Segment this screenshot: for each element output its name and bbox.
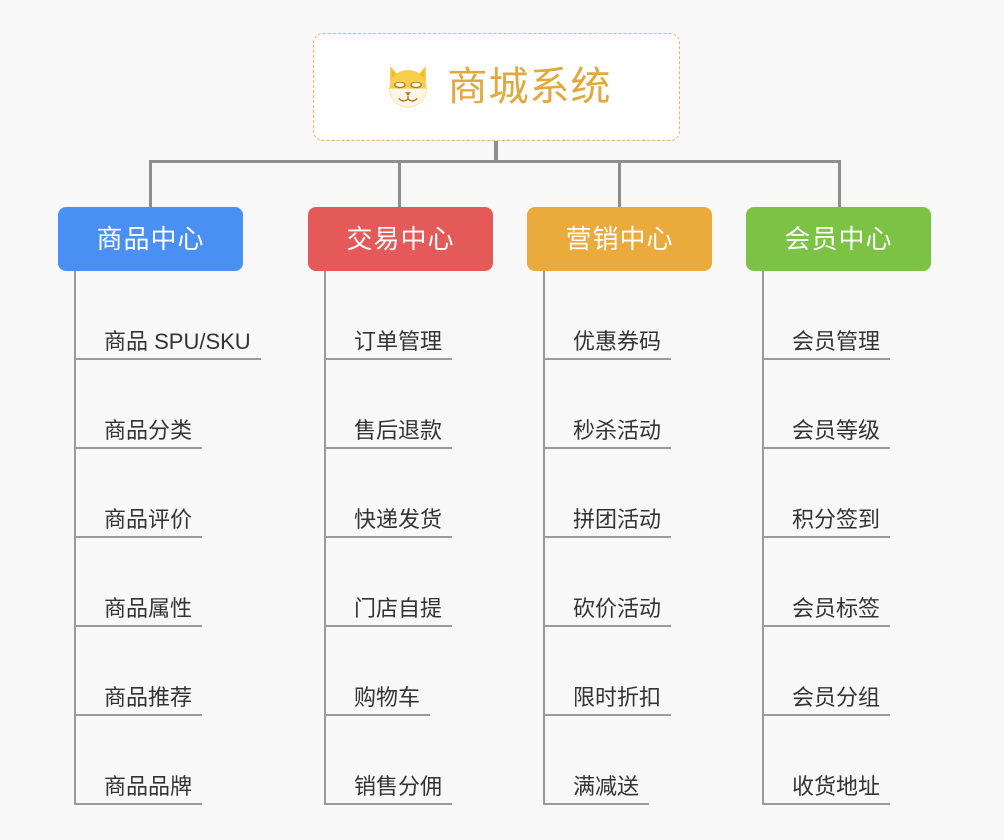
leaf-item-label: 商品分类	[104, 418, 193, 443]
leaf-item[interactable]: 会员等级	[762, 360, 890, 449]
connector-drop-3	[618, 160, 621, 207]
leaf-underline	[74, 536, 202, 538]
leaf-underline	[543, 447, 671, 449]
leaf-underline	[543, 714, 671, 716]
leaf-item-label: 拼团活动	[573, 507, 662, 532]
leaf-item-label: 门店自提	[354, 596, 443, 621]
leaf-item-label: 会员分组	[792, 685, 881, 710]
category-label-1: 商品中心	[96, 224, 205, 254]
leaf-item-label: 商品推荐	[104, 685, 193, 710]
leaf-item[interactable]: 商品属性	[74, 538, 202, 627]
leaf-item[interactable]: 砍价活动	[543, 538, 671, 627]
branch-trunk-4	[762, 271, 764, 805]
leaf-item[interactable]: 门店自提	[324, 538, 452, 627]
leaf-item[interactable]: 商品推荐	[74, 627, 202, 716]
leaf-item[interactable]: 收货地址	[762, 716, 890, 805]
leaf-underline	[74, 447, 202, 449]
leaf-item[interactable]: 拼团活动	[543, 449, 671, 538]
leaf-underline	[762, 803, 890, 805]
leaf-item-label: 会员标签	[792, 596, 881, 621]
leaf-item-label: 商品评价	[104, 507, 193, 532]
category-box-3[interactable]: 营销中心	[527, 207, 712, 271]
leaf-underline	[324, 447, 452, 449]
connector-drop-4	[838, 160, 841, 207]
leaf-item-label: 商品品牌	[104, 774, 193, 799]
root-title: 商城系统	[447, 65, 612, 109]
leaf-item[interactable]: 订单管理	[324, 271, 452, 360]
leaf-underline	[324, 803, 452, 805]
category-label-3: 营销中心	[565, 224, 674, 254]
leaf-underline	[543, 625, 671, 627]
leaf-item-label: 购物车	[354, 685, 421, 710]
shiba-dog-face-icon	[388, 65, 427, 108]
leaf-item[interactable]: 商品评价	[74, 449, 202, 538]
leaf-underline	[324, 536, 452, 538]
category-box-1[interactable]: 商品中心	[58, 207, 243, 271]
branch-trunk-3	[543, 271, 545, 805]
leaf-item-label: 会员等级	[792, 418, 881, 443]
leaf-item[interactable]: 快递发货	[324, 449, 452, 538]
connector-root-stem	[494, 141, 498, 162]
leaf-item[interactable]: 满减送	[543, 716, 649, 805]
leaf-item[interactable]: 售后退款	[324, 360, 452, 449]
leaf-item[interactable]: 会员管理	[762, 271, 890, 360]
leaf-item[interactable]: 商品品牌	[74, 716, 202, 805]
leaf-item-label: 优惠券码	[573, 329, 662, 354]
category-label-4: 会员中心	[784, 224, 893, 254]
leaf-item[interactable]: 秒杀活动	[543, 360, 671, 449]
leaf-underline	[74, 625, 202, 627]
leaf-underline	[762, 625, 890, 627]
branch-trunk-2	[324, 271, 326, 805]
category-label-2: 交易中心	[346, 224, 455, 254]
leaf-item-label: 快递发货	[354, 507, 443, 532]
leaf-underline	[762, 714, 890, 716]
leaf-item[interactable]: 商品 SPU/SKU	[74, 271, 261, 360]
leaf-underline	[74, 714, 202, 716]
leaf-item[interactable]: 购物车	[324, 627, 430, 716]
leaf-item-label: 销售分佣	[354, 774, 443, 799]
leaf-item[interactable]: 积分签到	[762, 449, 890, 538]
connector-horizontal-bar	[150, 160, 840, 163]
leaf-underline	[762, 358, 890, 360]
leaf-item-label: 会员管理	[792, 329, 881, 354]
leaf-item[interactable]: 商品分类	[74, 360, 202, 449]
category-box-4[interactable]: 会员中心	[746, 207, 931, 271]
leaf-underline	[543, 536, 671, 538]
leaf-underline	[324, 358, 452, 360]
leaf-item-label: 积分签到	[792, 507, 881, 532]
leaf-item[interactable]: 限时折扣	[543, 627, 671, 716]
branch-trunk-1	[74, 271, 76, 805]
connector-drop-2	[398, 160, 401, 207]
leaf-underline	[324, 714, 430, 716]
leaf-item-label: 收货地址	[792, 774, 881, 799]
leaf-underline	[543, 803, 649, 805]
leaf-item-label: 订单管理	[354, 329, 443, 354]
root-node[interactable]: 商城系统	[313, 33, 680, 141]
leaf-underline	[543, 358, 671, 360]
leaf-underline	[762, 447, 890, 449]
leaf-underline	[324, 625, 452, 627]
leaf-underline	[762, 536, 890, 538]
leaf-item-label: 售后退款	[354, 418, 443, 443]
leaf-item[interactable]: 会员分组	[762, 627, 890, 716]
leaf-item-label: 商品 SPU/SKU	[104, 329, 251, 354]
leaf-item-label: 秒杀活动	[573, 418, 662, 443]
leaf-item[interactable]: 销售分佣	[324, 716, 452, 805]
leaf-item-label: 砍价活动	[573, 596, 662, 621]
leaf-underline	[74, 358, 261, 360]
category-box-2[interactable]: 交易中心	[308, 207, 493, 271]
connector-drop-1	[149, 160, 152, 207]
leaf-item-label: 限时折扣	[573, 685, 662, 710]
leaf-item[interactable]: 优惠券码	[543, 271, 671, 360]
leaf-item-label: 满减送	[573, 774, 640, 799]
leaf-item[interactable]: 会员标签	[762, 538, 890, 627]
leaf-underline	[74, 803, 202, 805]
leaf-item-label: 商品属性	[104, 596, 193, 621]
